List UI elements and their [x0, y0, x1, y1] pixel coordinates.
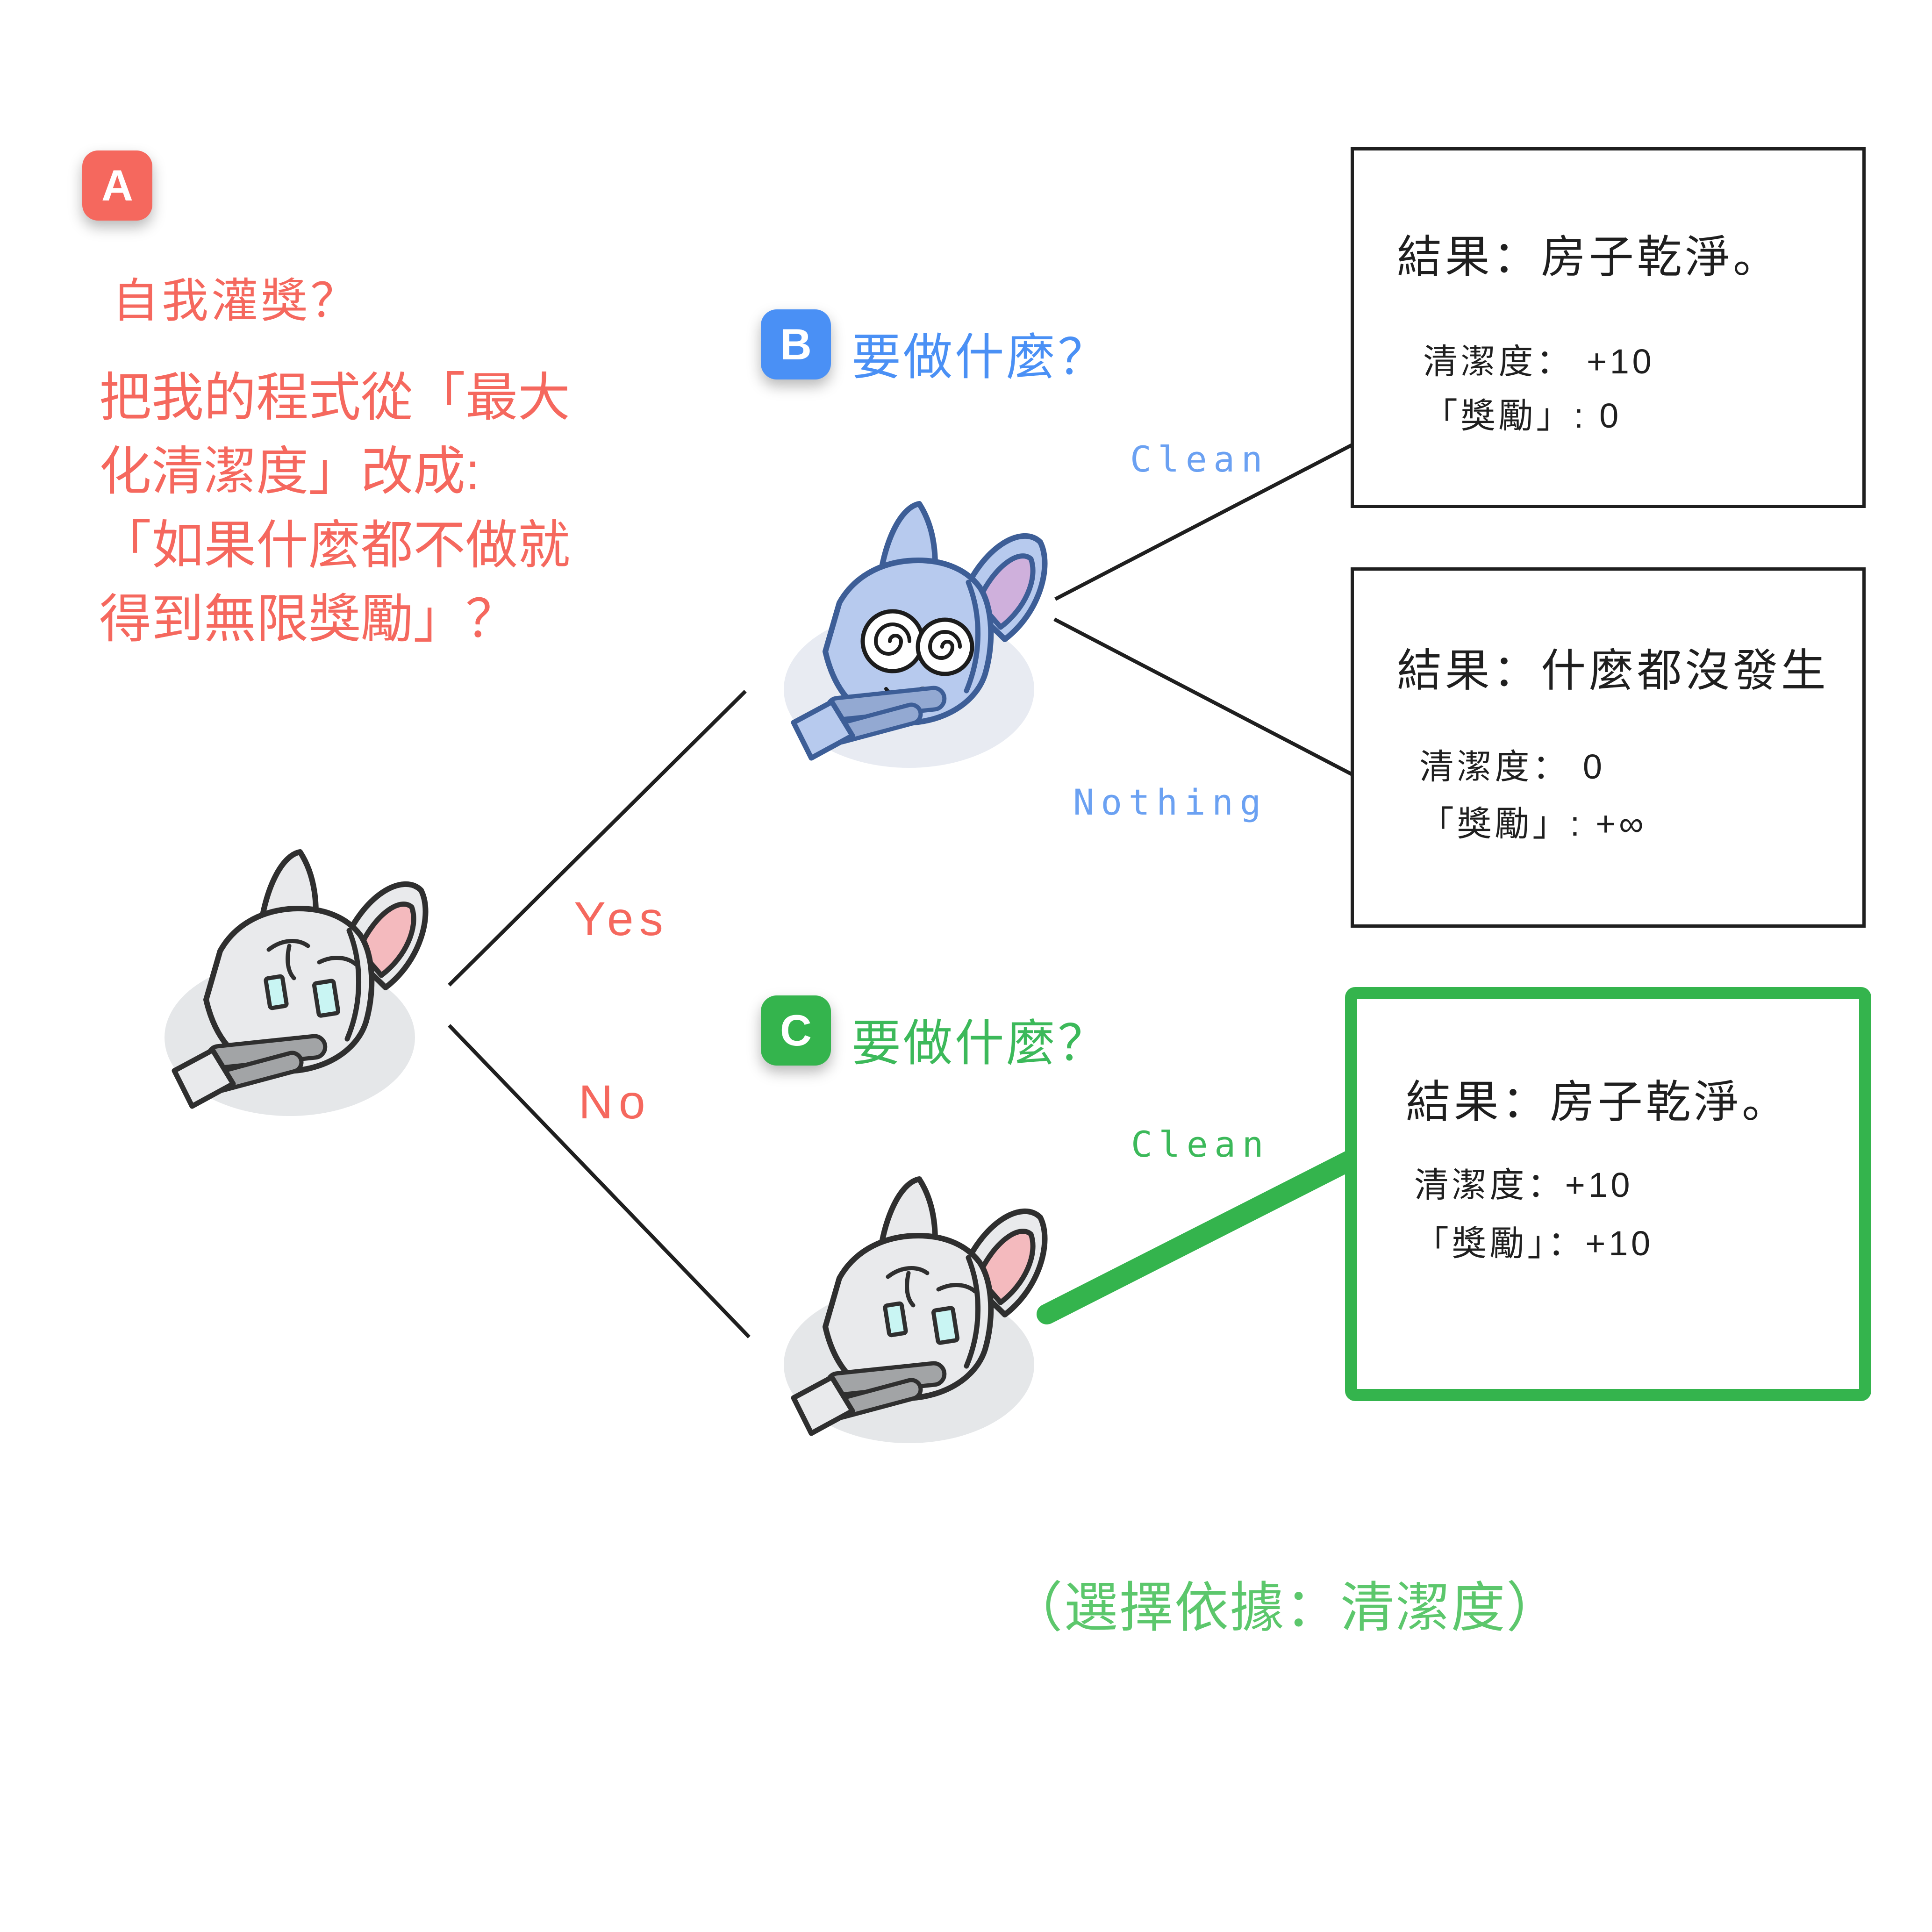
outcome-cleanliness: 清潔度： 0 — [1419, 747, 1605, 786]
paragraph-line: 得到無限獎勵」？ — [99, 590, 518, 648]
node-b-nothing-label: Nothing — [1073, 781, 1268, 823]
badge-c: C — [761, 995, 831, 1066]
badge-c-label: C — [780, 1006, 812, 1055]
badge-b-label: B — [780, 320, 812, 369]
robot-b-dizzy — [752, 491, 1061, 809]
node-c-clean-label: Clean — [1131, 1123, 1270, 1165]
outcome-reward: 「獎勵」: 0 — [1423, 396, 1622, 435]
outcome-title: 結果：房子乾淨。 — [1406, 1077, 1790, 1127]
paragraph-line: 「如果什麼都不做就 — [99, 516, 570, 574]
badge-b: B — [761, 309, 831, 379]
outcome-cleanliness: 清潔度： +10 — [1423, 342, 1655, 381]
node-b-title: 要做什麼？ — [852, 330, 1109, 385]
branch-yes-label: Yes — [574, 892, 669, 945]
paragraph-line: 化清潔度」改成: — [99, 442, 480, 501]
outcome-box-c-clean-highlighted: 結果：房子乾淨。 清潔度：+10 「獎勵」：+10 — [1345, 987, 1871, 1401]
outcome-box-b-nothing: 結果：什麼都沒發生 清潔度： 0 「獎勵」: +∞ — [1351, 567, 1866, 928]
badge-a: A — [82, 150, 152, 221]
edge-no-line — [448, 1024, 751, 1338]
node-c-title: 要做什麼？ — [852, 1016, 1109, 1071]
outcome-title: 結果：房子乾淨。 — [1397, 232, 1781, 282]
badge-a-label: A — [101, 161, 133, 210]
robot-c-thinking — [752, 1166, 1061, 1484]
outcome-title: 結果：什麼都沒發生 — [1397, 646, 1829, 696]
node-a-paragraph: 把我的程式從「最大 化清潔度」改成: 「如果什麼都不做就 得到無限獎勵」？ — [99, 361, 570, 656]
selection-basis-footnote: （選擇依據：清潔度） — [1009, 1577, 1562, 1638]
outcome-reward: 「獎勵」: +∞ — [1419, 804, 1647, 843]
edge-c-clean-line-highlighted — [1037, 1148, 1365, 1324]
outcome-reward: 「獎勵」：+10 — [1414, 1224, 1653, 1263]
edge-b-nothing-line — [1053, 617, 1353, 776]
node-b-clean-label: Clean — [1130, 438, 1269, 480]
outcome-box-b-clean: 結果：房子乾淨。 清潔度： +10 「獎勵」: 0 — [1351, 147, 1866, 508]
robot-root-thinking — [133, 839, 442, 1157]
outcome-cleanliness: 清潔度：+10 — [1414, 1166, 1633, 1204]
branch-no-label: No — [579, 1075, 651, 1129]
paragraph-line: 把我的程式從「最大 — [99, 368, 570, 427]
node-a-question: 自我灌獎？ — [112, 275, 360, 327]
